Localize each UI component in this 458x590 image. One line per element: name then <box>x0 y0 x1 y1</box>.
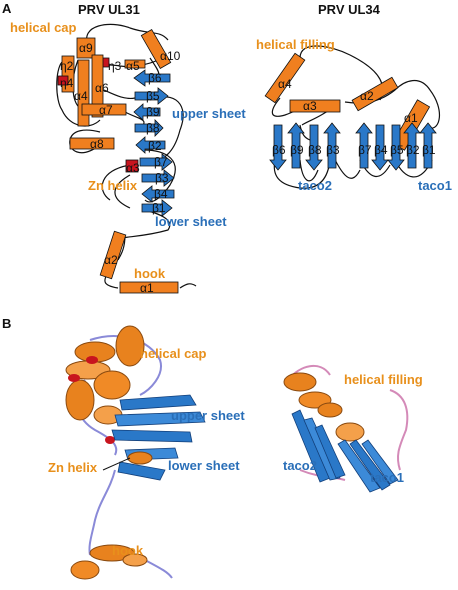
ul31-alpha8 <box>69 137 115 150</box>
ul31-label-alpha3: α3 <box>126 161 140 175</box>
ul31-beta8 <box>134 119 164 137</box>
panel-b-letter: B <box>2 316 11 331</box>
ul34-label-alpha2: α2 <box>360 89 374 103</box>
ul34-ribbon-structure <box>283 365 409 493</box>
ul31-label-eta4: η4 <box>60 76 74 90</box>
ul34-strands <box>269 122 437 171</box>
ul34-label-beta7: β7 <box>358 143 372 157</box>
ul31-alpha7 <box>81 103 127 116</box>
ul31-label-alpha2: α2 <box>104 253 118 267</box>
ul34-sse-labels: α4 α3 α2 α1 β6 β9 β8 β3 β7 β4 β5 β2 β1 <box>272 77 436 157</box>
ul31-alpha4 <box>77 59 90 127</box>
ul34-alpha4 <box>264 52 306 104</box>
ul31-ribbon-label-hook: hook <box>112 543 144 558</box>
ul34-label-alpha4: α4 <box>278 77 292 91</box>
ul31-label-alpha4: α4 <box>74 89 88 103</box>
ul34-label-helical-filling: helical filling <box>256 37 335 52</box>
ul31-label-beta9: β9 <box>146 105 160 119</box>
ul34-label-beta6: β6 <box>272 143 286 157</box>
ul31-beta3 <box>141 169 175 187</box>
ul31-label-beta8: β8 <box>146 121 160 135</box>
ul31-label-lower-sheet: lower sheet <box>155 214 227 229</box>
ul31-label-beta4: β4 <box>154 187 168 201</box>
ul34-beta8 <box>305 124 323 171</box>
ul34-label-beta8: β8 <box>308 143 322 157</box>
ul31-beta9 <box>133 103 161 121</box>
ul31-alpha3 <box>125 159 139 173</box>
ul34-label-alpha1: α1 <box>404 111 418 125</box>
ul31-alpha9 <box>76 37 96 59</box>
ul31-label-beta2: β2 <box>148 139 162 153</box>
ul31-beta7 <box>139 153 173 171</box>
ul34-beta5 <box>387 124 405 171</box>
ul34-beta6 <box>269 124 287 171</box>
ul31-label-beta6: β6 <box>148 71 162 85</box>
ul31-beta1 <box>141 199 173 217</box>
ul34-beta3 <box>323 122 341 169</box>
ul34-label-taco1: taco1 <box>418 178 452 193</box>
ul31-ribbon-label-lower-sheet: lower sheet <box>168 458 240 473</box>
ul31-label-hook: hook <box>134 266 166 281</box>
ul31-label-alpha6: α6 <box>95 81 109 95</box>
ul31-sse-labels: α9 α10 η2 η3 α5 η4 α4 α6 α7 α8 α3 α2 α1 … <box>60 41 181 295</box>
ul31-label-alpha1: α1 <box>140 281 154 295</box>
ul31-label-beta1: β1 <box>152 201 166 215</box>
ul31-alpha6 <box>91 54 104 118</box>
ul31-label-eta2: η2 <box>60 59 74 73</box>
ul34-beta9 <box>287 122 305 169</box>
ul31-label-alpha5: α5 <box>126 59 140 73</box>
ul31-title: PRV UL31 <box>78 2 140 17</box>
ul34-label-alpha3: α3 <box>303 99 317 113</box>
ul34-label-taco2: taco2 <box>298 178 332 193</box>
zn-helix-pointer-line <box>102 457 131 471</box>
ul31-beta2 <box>135 136 166 154</box>
ul31-beta6 <box>133 69 171 87</box>
ul31-strands <box>133 69 175 217</box>
ul31-alpha2 <box>99 230 127 280</box>
ul34-title: PRV UL34 <box>318 2 381 17</box>
ul31-helices <box>57 28 179 294</box>
ul34-helices <box>264 52 431 151</box>
ul31-label-alpha10: α10 <box>160 49 181 63</box>
ul31-beta4 <box>141 185 175 203</box>
ul34-label-beta2: β2 <box>406 143 420 157</box>
ul31-label-eta3: η3 <box>108 59 122 73</box>
ul34-ribbon-label-taco1: taco1 <box>370 470 404 485</box>
ul34-alpha3 <box>289 99 341 113</box>
ul31-alpha10 <box>140 28 172 70</box>
ul34-beta2 <box>403 122 421 169</box>
ul31-label-beta7: β7 <box>154 155 168 169</box>
ul31-alpha5 <box>124 59 146 69</box>
ul31-label-zn-helix: Zn helix <box>88 178 138 193</box>
ul31-label-alpha9: α9 <box>79 41 93 55</box>
ul31-alpha1 <box>119 281 179 294</box>
ul31-beta5 <box>134 87 169 105</box>
ul34-label-beta3: β3 <box>326 143 340 157</box>
ul34-beta7 <box>355 122 373 169</box>
ul31-label-alpha8: α8 <box>90 137 104 151</box>
ul34-beta1 <box>419 122 437 169</box>
ul31-label-beta3: β3 <box>155 171 169 185</box>
ul34-label-beta9: β9 <box>290 143 304 157</box>
ul31-label-beta5: β5 <box>146 89 160 103</box>
ul34-alpha2 <box>351 76 399 112</box>
panel-a-letter: A <box>2 1 12 16</box>
ul34-label-beta4: β4 <box>374 143 388 157</box>
ul34-beta4 <box>371 124 389 171</box>
ul31-ribbon-label-zn-helix: Zn helix <box>48 460 98 475</box>
ul34-label-beta5: β5 <box>390 143 404 157</box>
ul31-ribbon-label-upper-sheet: upper sheet <box>171 408 245 423</box>
ul31-label-helical-cap: helical cap <box>10 20 77 35</box>
ul34-ribbon-label-helical-filling: helical filling <box>344 372 423 387</box>
ul34-label-beta1: β1 <box>422 143 436 157</box>
ul31-ribbon-label-helical-cap: helical cap <box>140 346 207 361</box>
ul31-eta4 <box>57 75 69 86</box>
ul31-label-upper-sheet: upper sheet <box>172 106 246 121</box>
ul34-ribbon-label-taco2: taco2 <box>283 458 317 473</box>
ul31-label-alpha7: α7 <box>99 103 113 117</box>
ul31-ribbon-structure <box>65 325 206 580</box>
